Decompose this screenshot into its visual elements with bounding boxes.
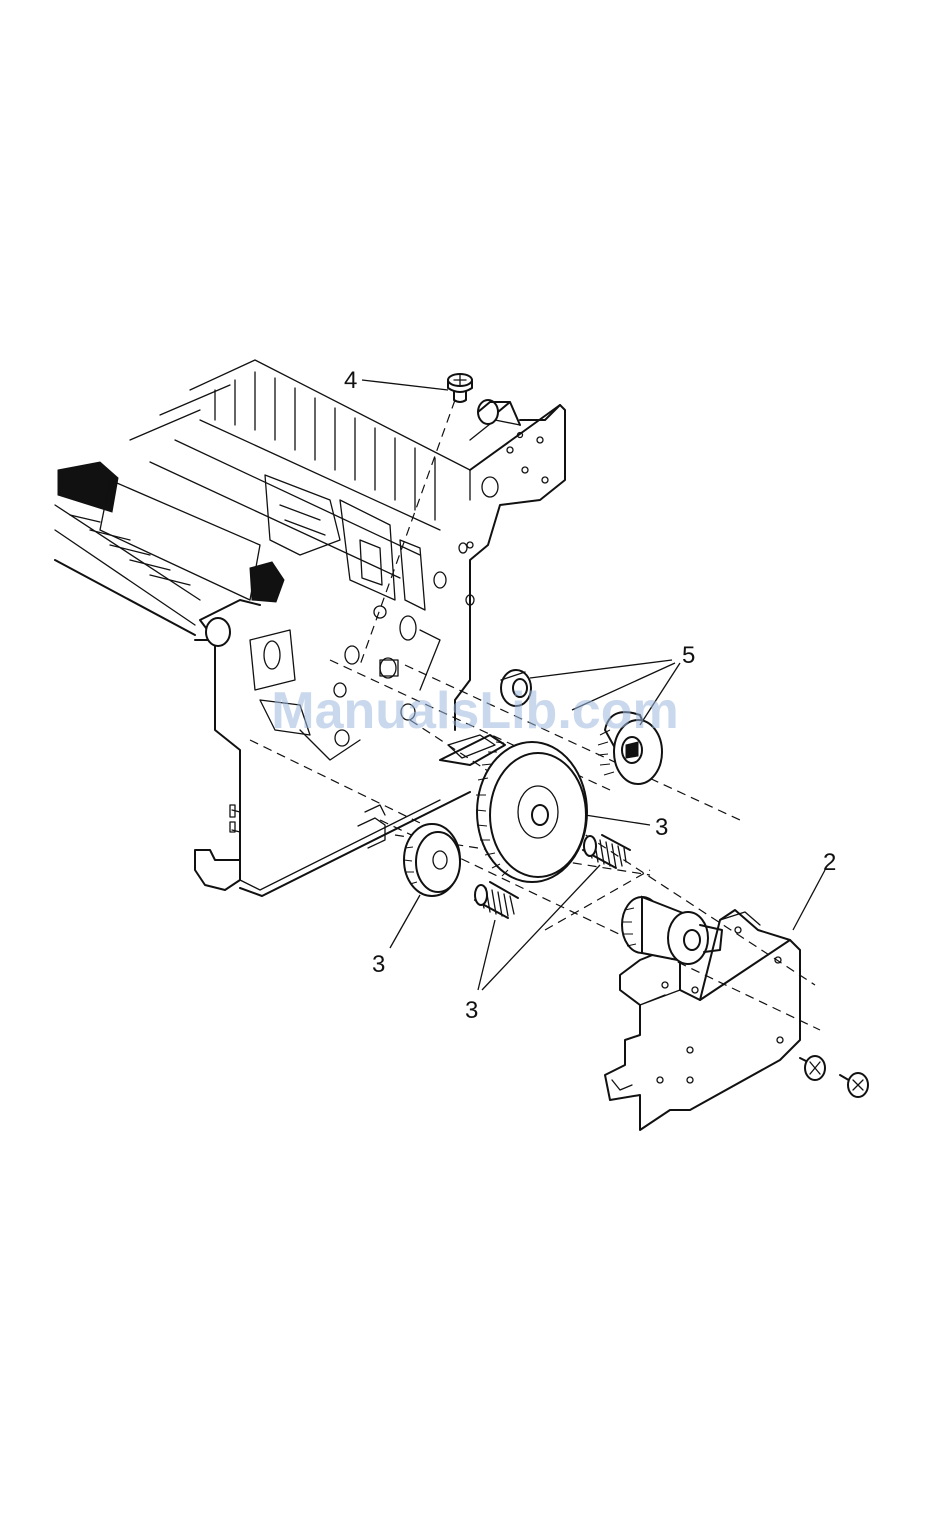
- guide-ribs: [150, 372, 440, 578]
- callout-3-gear: 3: [655, 814, 668, 841]
- callout-2: 2: [823, 849, 836, 876]
- part-3-small-gear: [404, 824, 460, 896]
- part-3-large-gear: [476, 742, 587, 882]
- black-pad-center: [250, 562, 284, 602]
- part-2-pulley: [622, 897, 722, 964]
- callout-3-left: 3: [372, 951, 385, 978]
- callout-4: 4: [344, 367, 357, 394]
- watermark: ManualsLib.com: [271, 682, 678, 740]
- callout-5: 5: [682, 642, 695, 669]
- bracket-screw-2: [840, 1073, 868, 1097]
- part-4-screw: [448, 374, 472, 402]
- callout-3-springs: 3: [465, 997, 478, 1024]
- bracket-screw-1: [800, 1056, 825, 1080]
- part-3-spring-right: [583, 835, 630, 868]
- part-3-spring-left: [475, 882, 518, 918]
